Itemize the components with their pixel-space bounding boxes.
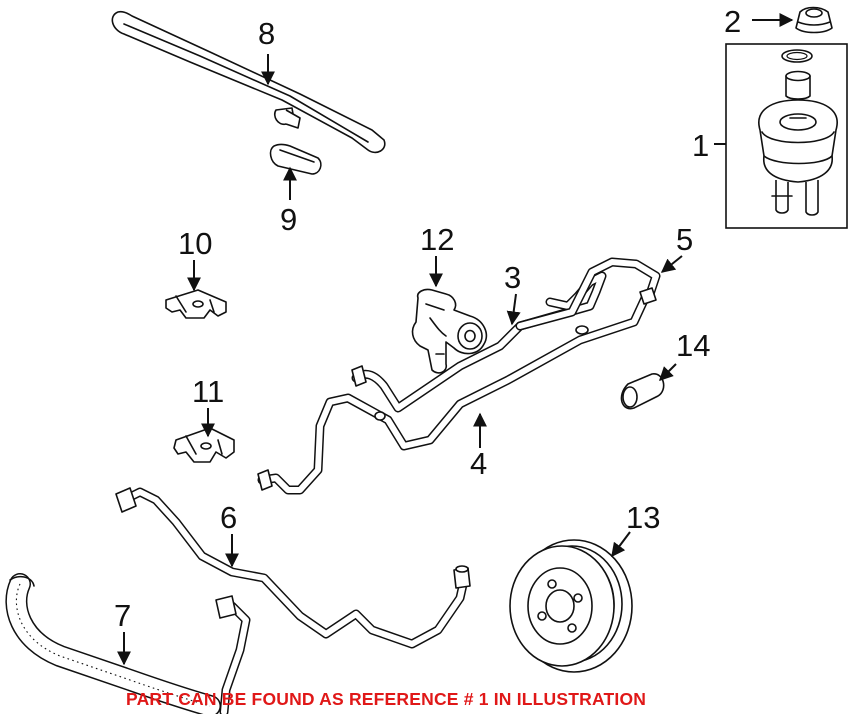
part-12-valve (411, 288, 488, 374)
part-13-pulley (509, 539, 633, 673)
part-11-clamp (173, 427, 235, 463)
callout-1: 1 (692, 128, 709, 163)
part-14-sleeve (620, 373, 665, 410)
callout-4: 4 (470, 446, 487, 481)
callout-12: 12 (420, 222, 454, 257)
part-6-line (115, 487, 471, 649)
callout-3: 3 (504, 260, 521, 295)
part-3-4-5-lines (257, 257, 661, 495)
arrow-3 (506, 293, 521, 326)
part-7-hose (5, 573, 251, 714)
arrow-14 (659, 363, 677, 381)
part-2-cap (795, 6, 833, 34)
callout-11: 11 (192, 374, 224, 409)
reference-note: PART CAN BE FOUND AS REFERENCE # 1 IN IL… (126, 689, 646, 709)
callout-2: 2 (724, 4, 741, 39)
callout-8: 8 (258, 16, 275, 51)
part-10-clamp (165, 289, 227, 319)
callout-14: 14 (676, 328, 710, 363)
callout-13: 13 (626, 500, 660, 535)
callout-5: 5 (676, 222, 693, 257)
callout-6: 6 (220, 500, 237, 535)
callout-9: 9 (280, 202, 297, 237)
part-9-grommet (269, 143, 322, 175)
arrow-13 (611, 531, 631, 558)
callout-10: 10 (178, 226, 212, 261)
callout-7: 7 (114, 598, 131, 633)
arrow-5 (660, 255, 683, 273)
part-8-bracket (111, 10, 386, 154)
callout-arrows (117, 13, 794, 666)
part-1-reservoir (725, 43, 848, 229)
